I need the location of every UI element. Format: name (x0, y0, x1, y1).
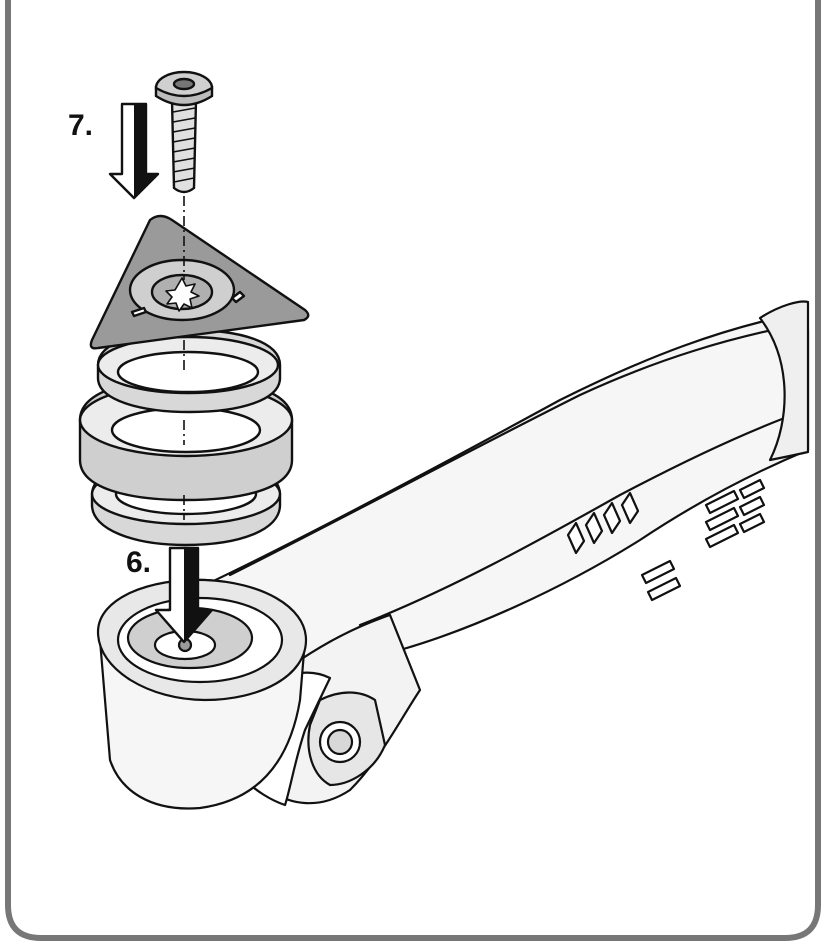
arrow-step-7 (108, 102, 160, 200)
flange-ring-top-hole (116, 350, 260, 394)
step-label-7: 7. (68, 109, 93, 142)
arrow-step-6-shade (184, 548, 212, 642)
screw-threads (172, 107, 196, 183)
vent-slots-rear (640, 478, 766, 602)
sanding-plate (89, 214, 310, 350)
sanding-plate-slot-left (130, 306, 148, 318)
multi-tool (96, 300, 810, 810)
flange-ring-middle-hole (110, 406, 262, 454)
tool-housing-seam (358, 408, 808, 627)
arrow-step-7-shade (134, 104, 158, 198)
screw (154, 70, 214, 194)
panel-frame (5, 0, 821, 941)
arrow-step-6 (154, 546, 214, 644)
screw-socket (172, 77, 196, 91)
screw-head-side (154, 85, 214, 107)
sanding-plate-star (165, 277, 200, 312)
sanding-plate-slot-right (230, 290, 246, 304)
tool-housing-ridge (228, 323, 798, 577)
vent-slots-top (566, 491, 640, 555)
tool-endcap (758, 300, 810, 462)
step-label-6: 6. (126, 546, 151, 579)
tool-switch-button-inner (326, 728, 354, 756)
flange-stack (78, 328, 294, 547)
